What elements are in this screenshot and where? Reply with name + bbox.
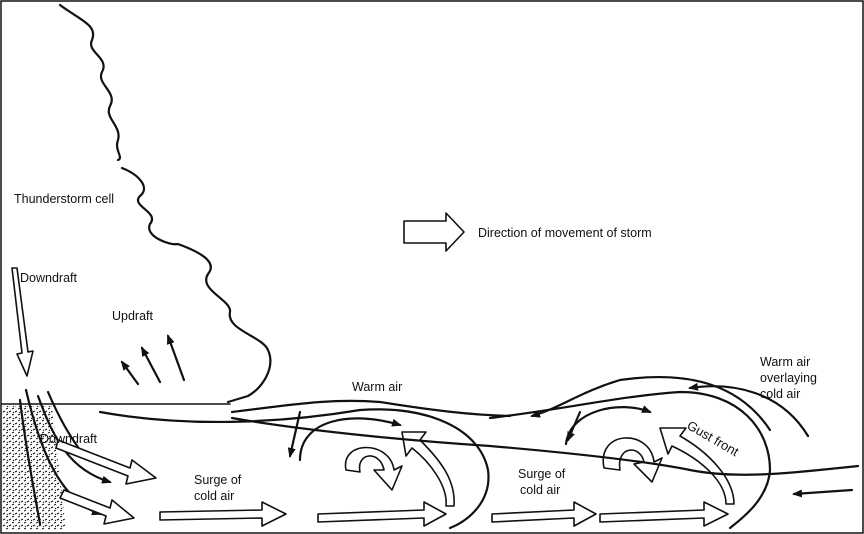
surge-arrow-f: [599, 501, 729, 527]
eddy-2-down-arrow: [566, 410, 582, 442]
label-surge-2-line1: Surge of: [518, 467, 566, 481]
label-downdraft-top: Downdraft: [20, 271, 77, 285]
label-surge-1-line1: Surge of: [194, 473, 242, 487]
warm-air-flow-arrow: [530, 375, 772, 432]
rain-shaft: [2, 406, 66, 530]
cloud-outline: [58, 3, 272, 404]
surge-arrow-e: [491, 501, 597, 527]
label-warm-air-overlaying-2: overlaying: [760, 371, 817, 385]
label-updraft: Updraft: [112, 309, 154, 323]
warm-air-flow-top: [688, 382, 810, 438]
surge-arrow-b: [59, 489, 135, 525]
surge-arrow-d: [317, 501, 447, 527]
label-warm-air: Warm air: [352, 380, 402, 394]
downdraft-flow-3: [18, 398, 42, 526]
label-surge-1-line2: cold air: [194, 489, 234, 503]
updraft-arrow-2: [140, 346, 162, 384]
downdraft-flow-4: [46, 390, 82, 452]
label-warm-air-overlaying-1: Warm air: [760, 355, 810, 369]
eddy-2-return: [659, 427, 735, 505]
downdraft-arrow: [11, 267, 34, 377]
updraft-arrow-3: [166, 334, 186, 382]
cold-air-return-arrow: [792, 488, 854, 498]
label-thunderstorm-cell: Thunderstorm cell: [14, 192, 114, 206]
label-downdraft-bottom: Downdraft: [40, 432, 97, 446]
eddy-1-inner: [298, 417, 402, 462]
label-direction: Direction of movement of storm: [478, 226, 652, 240]
warm-air-flow-upper: [230, 399, 512, 418]
surge-arrow-a: [55, 439, 157, 485]
eddy-2-curl: [602, 437, 663, 483]
direction-arrow-icon: [403, 212, 465, 252]
cold-air-lower-flow: [230, 416, 860, 476]
warm-air-left-arrow: [287, 410, 302, 458]
eddy-2-outer: [488, 390, 772, 530]
label-surge-2-line2: cold air: [520, 483, 560, 497]
updraft-arrow-1: [120, 360, 140, 386]
label-warm-air-overlaying-3: cold air: [760, 387, 800, 401]
eddy-1-outer: [98, 408, 490, 530]
surge-arrow-c: [159, 501, 287, 527]
eddy-1-curl: [344, 446, 403, 491]
